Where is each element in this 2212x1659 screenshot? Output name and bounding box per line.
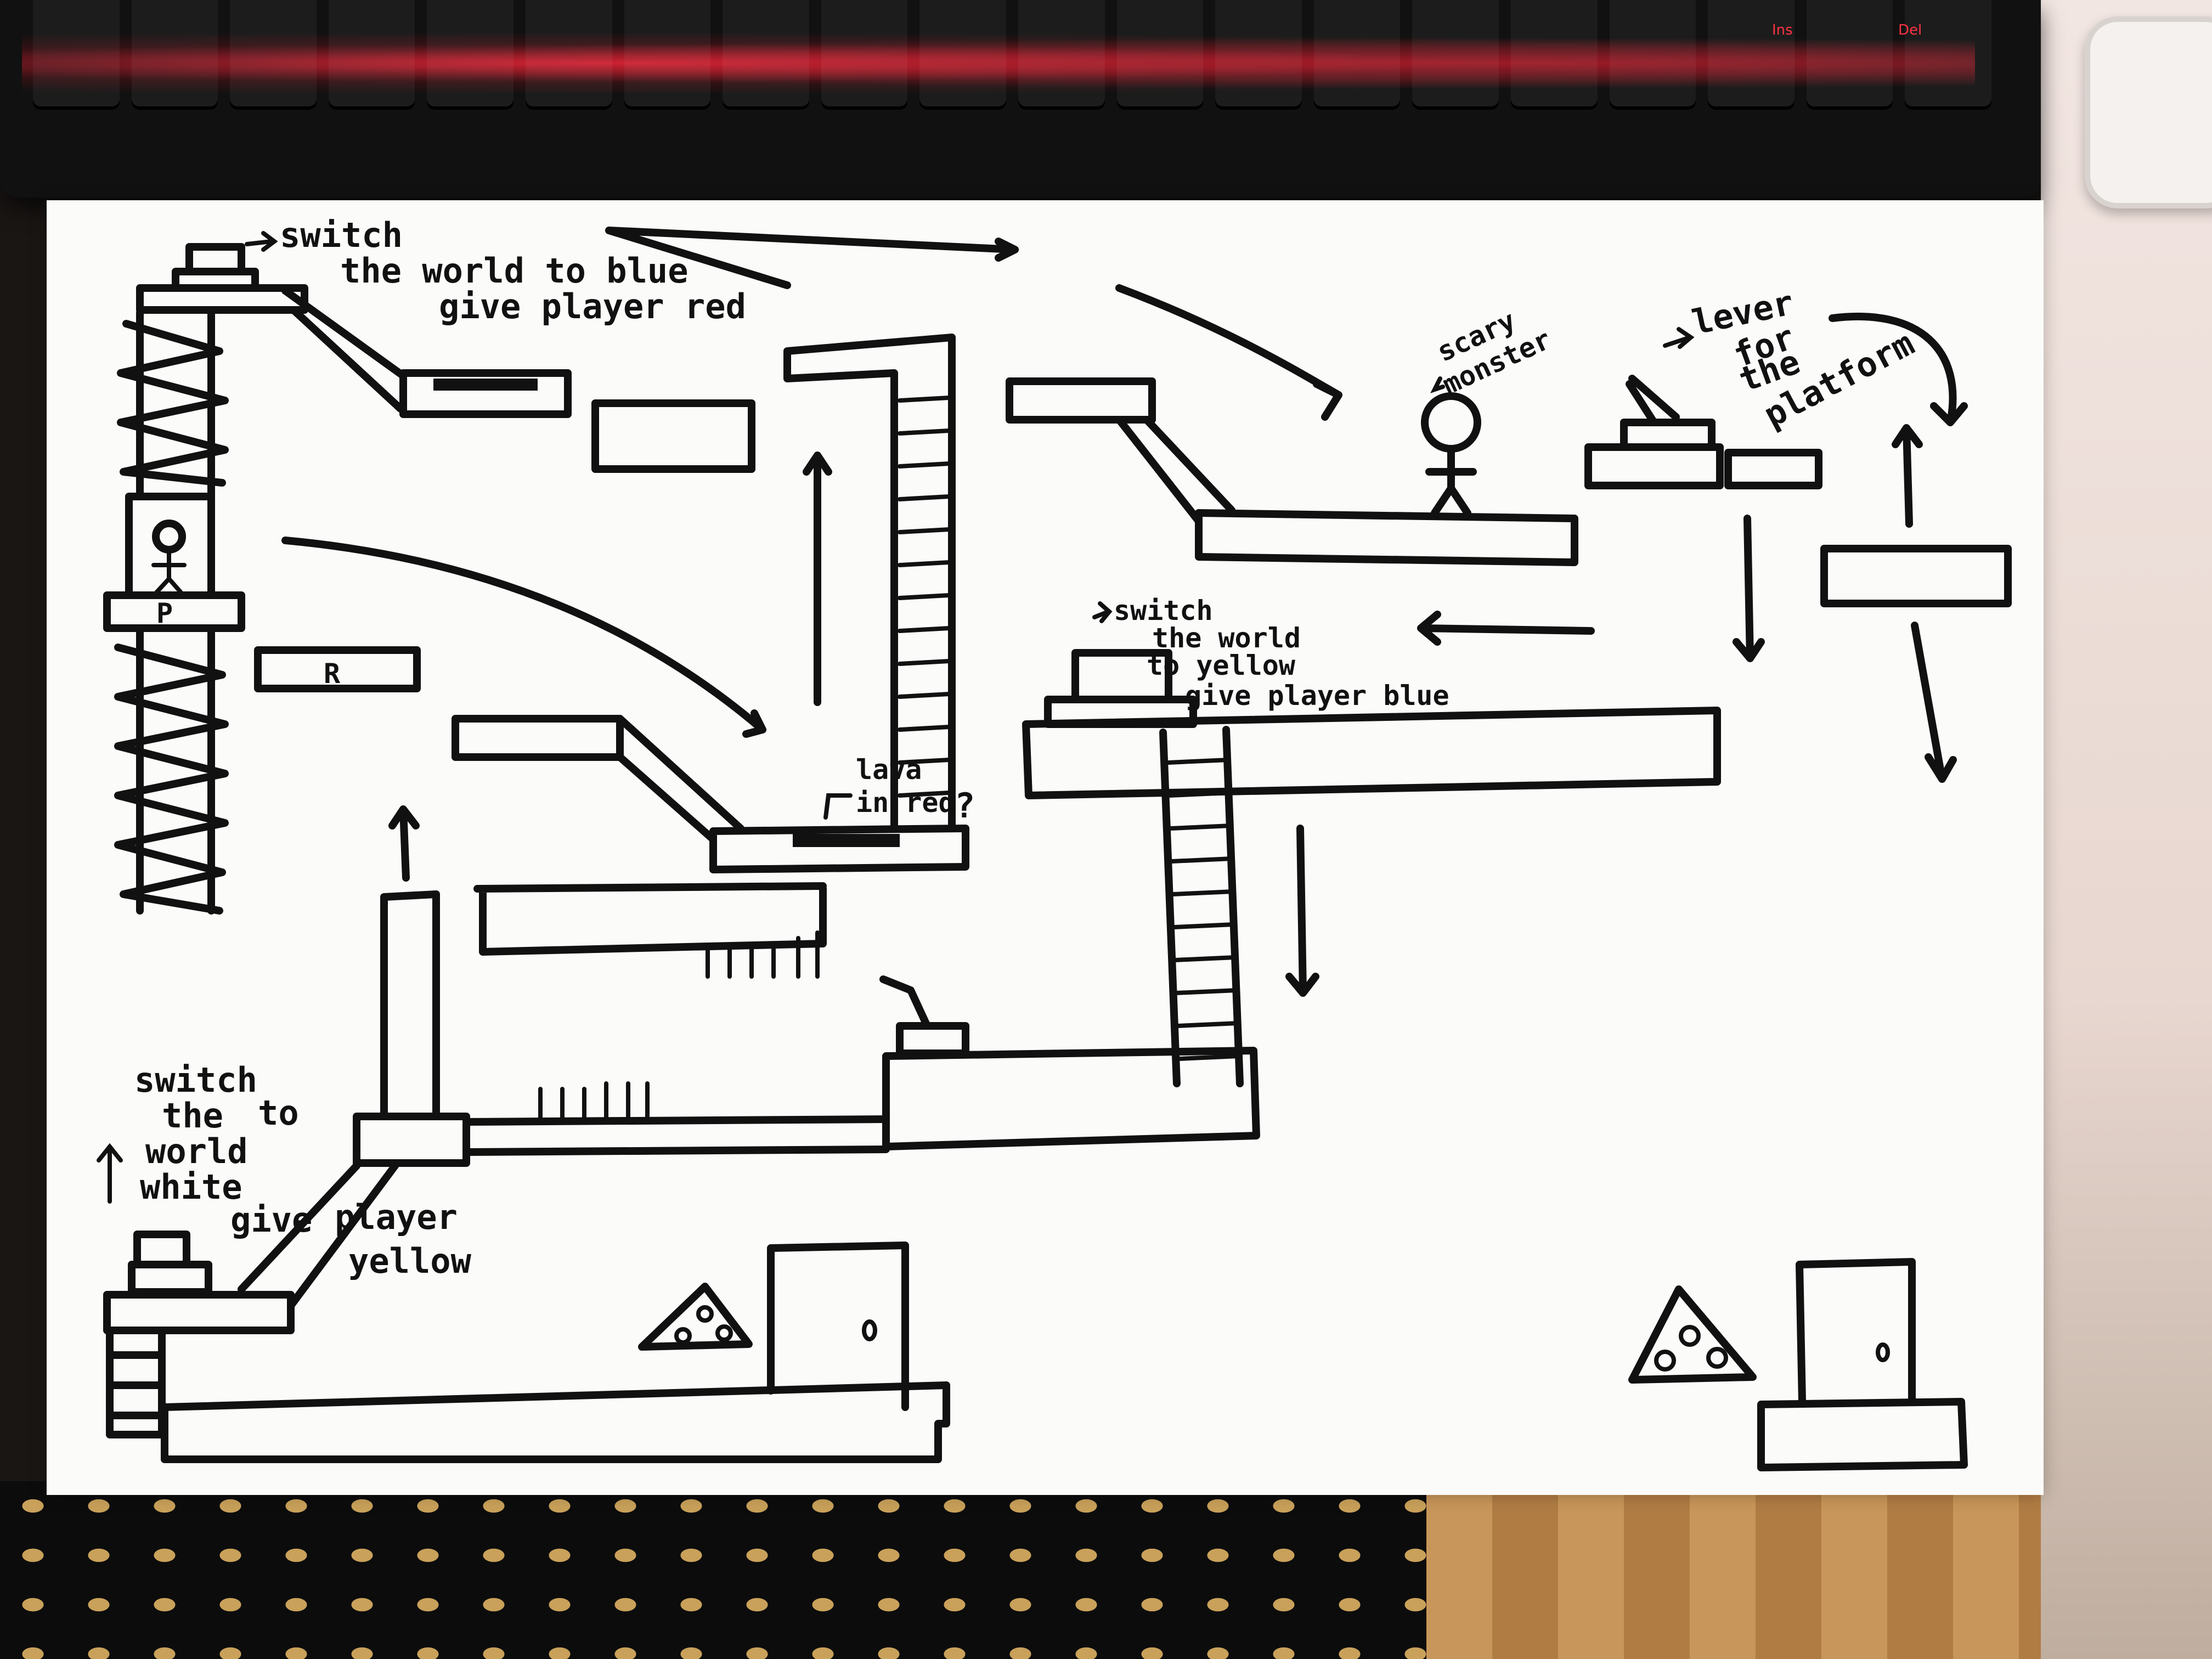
lava-pit-center [709, 825, 969, 873]
arrow-diag-left [281, 537, 766, 738]
bottom-floor [161, 1381, 950, 1463]
exit-door-right [1796, 1258, 1916, 1406]
del-key-label: Del [1898, 22, 1922, 38]
switch-white-text-6: give [230, 1200, 312, 1240]
pizza-slice-right [1628, 1285, 1757, 1384]
pillar-base [353, 1113, 470, 1167]
switch-white-text-8: yellow [348, 1241, 472, 1281]
lower-right-block [882, 1047, 1260, 1150]
p-platform: P [103, 591, 245, 632]
ins-key-label: Ins [1772, 22, 1793, 38]
bottom-left-step [103, 1291, 295, 1334]
keyboard: Ins Del [0, 0, 2041, 198]
switch-white-button [128, 1231, 212, 1296]
desk-grate [0, 1481, 1646, 1659]
arrow-left-mid [1417, 611, 1595, 646]
switch-white-text-2: the [162, 1096, 223, 1136]
tall-pillar [380, 890, 440, 1120]
upper-right-slope [1115, 416, 1235, 525]
top-left-ledge [136, 284, 308, 314]
moving-platform [1820, 545, 2012, 607]
lava-text-1: lava [856, 754, 922, 786]
monster-floor [1195, 509, 1578, 566]
arrow-up-right [1892, 424, 1923, 528]
mid-left-platform [452, 715, 624, 761]
upper-spikes [706, 930, 820, 979]
door-base-right [1757, 1398, 1968, 1471]
lower-corridor [460, 1115, 890, 1156]
arrow-down-mid [1285, 825, 1319, 997]
switch-yellow-text-1: switch [1114, 595, 1213, 627]
arrow-up-pillar [388, 805, 420, 882]
upper-corridor [473, 882, 827, 956]
ladder-right [1159, 726, 1244, 1087]
switch-white-text-4: world [145, 1131, 248, 1171]
arrow-up-center [803, 452, 832, 706]
r-platform: R [254, 646, 421, 692]
floating-platform-1 [591, 399, 755, 473]
upper-right-ledge [1006, 377, 1156, 424]
switch-white-text-3: to [258, 1093, 299, 1133]
arrow-down-lever [1733, 515, 1765, 662]
arrow-diag-right [1115, 284, 1342, 421]
switch-white-text-7: player [335, 1197, 458, 1237]
bottom-left-ladder [106, 1327, 166, 1438]
switch-yellow-text-2: the world [1152, 622, 1301, 654]
lower-spikes [538, 1081, 650, 1124]
switch-white-text-1: switch [134, 1060, 257, 1100]
desk-surface [2041, 0, 2212, 1659]
arrow-down-right [1911, 622, 1957, 783]
exit-door-left [767, 1242, 909, 1411]
switch-blue-text-2: the world to blue [340, 251, 689, 291]
ladder-column-central [783, 334, 956, 832]
switch-blue-text-1: switch [280, 215, 403, 255]
switch-yellow-text-3: to yellow [1147, 650, 1296, 681]
r-platform-label: R [324, 658, 341, 690]
lava-question: ? [955, 786, 975, 826]
arrow-top-double [605, 227, 1019, 289]
switch-blue-button [172, 243, 259, 292]
pizza-slice [638, 1283, 753, 1351]
long-middle-platform [1022, 707, 1721, 799]
top-left-slope [281, 287, 407, 413]
scary-monster [1421, 392, 1481, 517]
bottom-left-slope [238, 1162, 399, 1310]
smartwatch [2085, 16, 2212, 208]
switch-white-text-5: white [140, 1167, 242, 1207]
lever-platform [1584, 375, 1822, 489]
p-platform-label: P [156, 597, 173, 629]
lava-text-2: in red [856, 787, 955, 819]
lava-pit-top [399, 369, 572, 418]
elevator-cabin [125, 493, 215, 599]
switch-blue-text-3: give player red [439, 286, 746, 326]
lower-lever [879, 975, 969, 1057]
arrow-curve-lever [1829, 312, 1968, 426]
switch-yellow-text-4: give player blue [1185, 680, 1449, 712]
mid-slope [616, 715, 744, 843]
